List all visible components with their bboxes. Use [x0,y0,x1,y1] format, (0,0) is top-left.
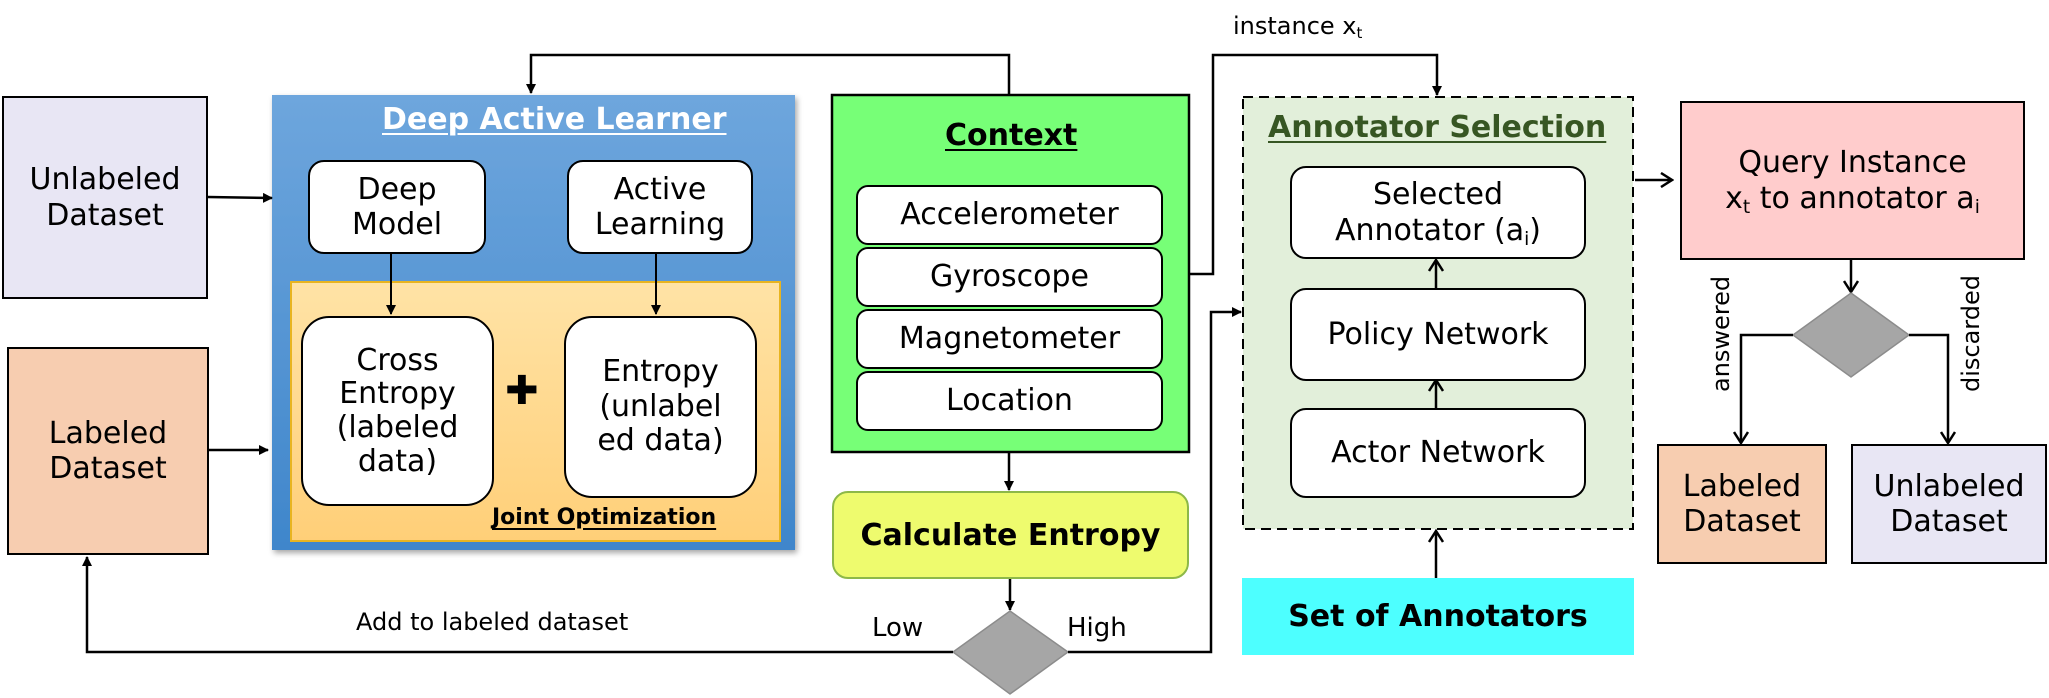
deep-model-line1: Deep [357,171,437,207]
instance-label-main: instance x [1233,12,1357,40]
query-a-sub: i [1974,196,1980,218]
sensor-magnetometer-label: Magnetometer [898,321,1121,357]
unlabeled-dataset-left-line2: Dataset [46,197,164,233]
query-instance-line1: Query Instance [1738,145,1967,181]
answered-label: answered [1707,275,1735,392]
unlabeled-dataset-right-line2: Dataset [1890,504,2008,539]
edge-unlabeled-to-learner [207,192,273,203]
selected-annotator-node: Selected Annotator (ai) [1290,166,1586,259]
active-learning-line2: Learning [594,207,726,242]
entropy-line2: (unlabel [599,388,722,424]
sensor-accelerometer-label: Accelerometer [900,197,1119,233]
active-learning-line1: Active [613,171,707,207]
cross-entropy-line4: data) [357,443,438,479]
query-x: x [1725,180,1743,216]
low-label: Low [872,613,924,643]
entropy-decision-diamond [951,610,1070,695]
query-x-sub: t [1742,196,1751,218]
sensor-gyroscope: Gyroscope [856,247,1163,307]
discarded-label: discarded [1957,275,1985,392]
high-label: High [1067,613,1127,643]
unlabeled-dataset-left-line1: Unlabeled [29,162,181,198]
sensor-magnetometer: Magnetometer [856,309,1163,369]
instance-label: instance xt [1233,12,1363,43]
actor-network-node: Actor Network [1290,408,1586,498]
actor-network-label: Actor Network [1331,435,1545,471]
labeled-dataset-left-line2: Dataset [49,451,167,486]
query-mid: to annotator a [1750,180,1975,216]
edge-context-to-annotator-selection [1189,53,1442,276]
entropy-line3: ed data) [597,423,724,459]
deep-model-node: Deep Model [308,160,486,254]
labeled-dataset-right-line1: Labeled [1682,468,1802,504]
deep-active-learner-title: Deep Active Learner [382,102,727,137]
add-to-labeled-label: Add to labeled dataset [356,608,629,636]
selected-annotator-line2-end: ) [1529,212,1542,248]
selected-annotator-line1: Selected [1372,177,1504,213]
query-instance-line2: xt to annotator ai [1725,180,1980,218]
edge-high-to-annotator-selection [1068,307,1242,654]
labeled-dataset-right-line2: Dataset [1683,504,1801,539]
cross-entropy-line3: (labeled [336,410,459,445]
policy-network-node: Policy Network [1290,288,1586,381]
cross-entropy-line2: Entropy [339,376,456,412]
answer-decision-diamond [1791,292,1911,378]
edge-answered-to-labeled [1741,333,1793,443]
query-instance-node: Query Instance xt to annotator ai [1680,101,2025,260]
calculate-entropy-node: Calculate Entropy [832,491,1189,579]
edge-low-to-labeled-dataset [82,556,953,654]
selected-annotator-line2: Annotator (ai) [1334,212,1542,250]
joint-optimization-label: Joint Optimization [492,505,717,530]
labeled-dataset-left-line1: Labeled [48,415,168,451]
cross-entropy-line1: Cross [356,342,439,378]
sensor-accelerometer: Accelerometer [856,185,1163,245]
edge-context-to-learner [526,53,1011,95]
calculate-entropy-label: Calculate Entropy [860,517,1161,553]
policy-network-label: Policy Network [1327,316,1549,352]
annotator-selection-title: Annotator Selection [1268,110,1607,145]
sensor-gyroscope-label: Gyroscope [929,259,1089,295]
context-title: Context [945,118,1078,153]
set-of-annotators-label: Set of Annotators [1288,599,1588,634]
instance-label-sub: t [1356,24,1363,43]
selected-annotator-sub: i [1524,228,1530,250]
cross-entropy-node: Cross Entropy (labeled data) [301,316,494,506]
entropy-line1: Entropy [602,354,719,390]
deep-model-line2: Model [351,207,443,242]
unlabeled-dataset-left: Unlabeled Dataset [2,96,208,299]
sensor-location-label: Location [946,383,1073,419]
labeled-dataset-right: Labeled Dataset [1657,444,1827,564]
edge-discarded-to-unlabeled [1909,333,1948,443]
entropy-unlabeled-node: Entropy (unlabel ed data) [564,316,757,498]
unlabeled-dataset-right-line1: Unlabeled [1873,468,2025,504]
active-learning-node: Active Learning [567,160,753,254]
sensor-location: Location [856,371,1163,431]
plus-icon: ✚ [505,368,539,414]
unlabeled-dataset-right: Unlabeled Dataset [1851,444,2047,564]
selected-annotator-line2-main: Annotator (a [1334,212,1525,248]
labeled-dataset-left: Labeled Dataset [7,347,209,555]
set-of-annotators-node: Set of Annotators [1242,578,1634,655]
